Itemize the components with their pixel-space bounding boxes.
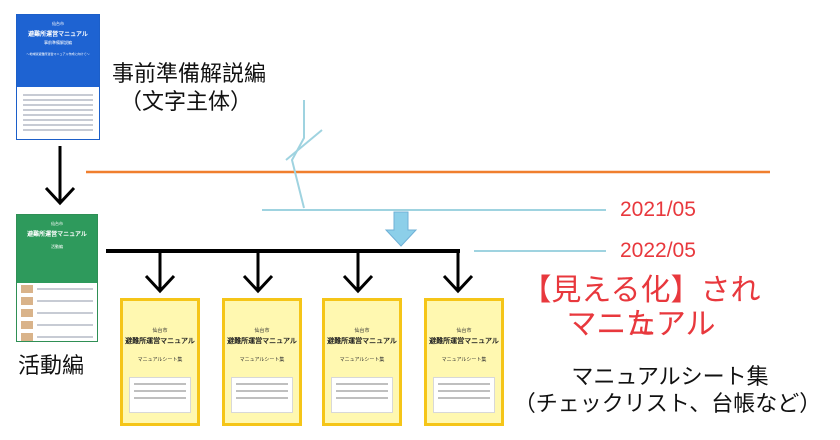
cover-title: 避難所運営マニュアル	[27, 231, 87, 238]
cover-subtitle: 事前準備解説編	[44, 40, 72, 45]
arrow-prep-to-activity-head	[44, 186, 76, 206]
cover-city: 仙台市	[456, 328, 472, 334]
arrows-to-sheets	[144, 251, 474, 294]
sheets-caption-line1: マニュアルシート集	[571, 365, 769, 390]
manual-sheet-cover: 仙台市 避難所運営マニュアル マニュアルシート集	[222, 298, 302, 426]
sheets-caption-line2: （チェックリスト、台帳など）	[513, 392, 822, 417]
cover-note: ～地域版避難所運営マニュアル作成に向けて～	[26, 52, 90, 56]
manual-sheet-cover: 仙台市 避難所運営マニュアル マニュアルシート集	[322, 298, 402, 426]
cover-subtitle: マニュアルシート集	[441, 357, 487, 363]
prep-manual-cover: 仙台市 避難所運営マニュアル 事前準備解説編 ～地域版避難所運営マニュアル作成に…	[16, 14, 100, 140]
cover-subtitle: マニュアルシート集	[239, 357, 285, 363]
cover-city: 仙台市	[254, 328, 270, 334]
visualized-caption-line1: 【見える化】された	[521, 273, 761, 342]
manual-sheet-cover: 仙台市 避難所運営マニュアル マニュアルシート集	[120, 298, 200, 426]
blue-break-tick	[285, 129, 323, 161]
activity-manual-cover: 仙台市 避難所運営マニュアル 活動編	[16, 214, 98, 342]
cover-city: 仙台市	[51, 221, 63, 226]
cover-title: 避難所運営マニュアル	[125, 337, 195, 345]
activity-manual-label: 活動編	[18, 354, 85, 379]
cover-city: 仙台市	[152, 328, 168, 334]
cover-subtitle: マニュアルシート集	[339, 357, 385, 363]
cover-subtitle: マニュアルシート集	[137, 357, 183, 363]
blue-down-arrow	[384, 211, 418, 247]
manual-sheet-cover: 仙台市 避難所運営マニュアル マニュアルシート集	[424, 298, 504, 426]
visualized-caption-line2: マニュアル	[566, 307, 716, 342]
cover-title: 避難所運営マニュアル	[429, 337, 499, 345]
date-2021: 2021/05	[620, 198, 696, 221]
cover-city: 仙台市	[52, 21, 64, 26]
date-2022: 2022/05	[620, 239, 696, 262]
cover-subtitle: 活動編	[51, 244, 63, 249]
prep-manual-title: 事前準備解説編	[112, 62, 267, 87]
cover-title: 避難所運営マニュアル	[227, 337, 297, 345]
cover-title: 避難所運営マニュアル	[28, 31, 88, 38]
cover-title: 避難所運営マニュアル	[327, 337, 397, 345]
cover-city: 仙台市	[354, 328, 370, 334]
prep-manual-subtitle: （文字主体）	[120, 90, 253, 115]
